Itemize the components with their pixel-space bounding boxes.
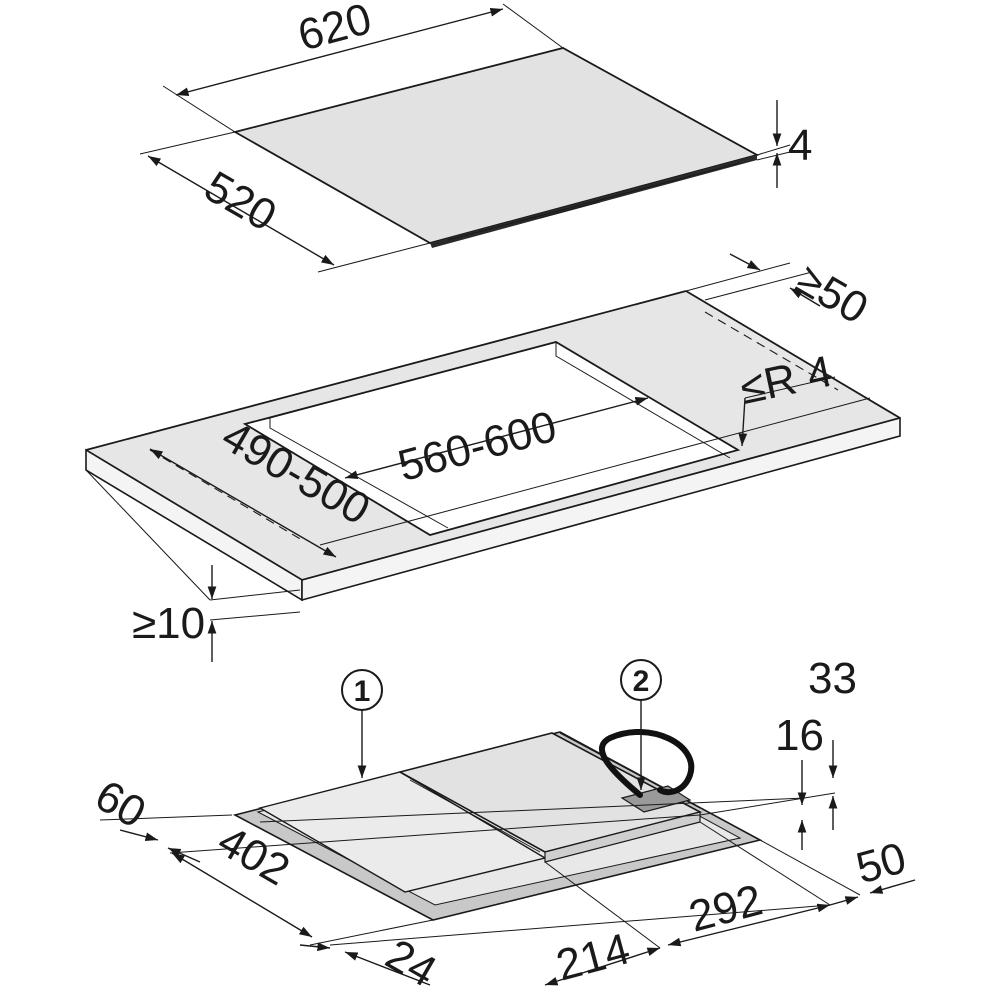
ext-620-left [162, 85, 236, 133]
dim-line-620 [175, 7, 504, 97]
ext-214 [544, 861, 661, 949]
dim-line-50-b [789, 287, 821, 307]
dim-line-490-500 [149, 448, 337, 558]
dim-line-50-bottom-b [869, 879, 916, 894]
ext-292 [699, 821, 831, 906]
worktop-side-face [301, 416, 901, 602]
dim-line-560-600 [344, 396, 649, 480]
ext-520-top [139, 131, 236, 155]
dim-line-60-a [119, 829, 159, 842]
dim-label-min50: ≥50 [788, 255, 876, 334]
cabinet-dash-right [704, 311, 839, 391]
ext-10-top [85, 469, 211, 601]
callout-2-label: 2 [633, 665, 650, 698]
dim-label-16: 16 [775, 711, 824, 760]
dim-line-292 [667, 903, 831, 947]
dim-label-60: 60 [87, 771, 154, 838]
dim-line-r4 [738, 397, 748, 447]
dim-label-4: 4 [788, 121, 812, 170]
ext-520-bottom [317, 242, 431, 273]
dim-label-min10: ≥10 [132, 599, 205, 648]
dim-label-520: 520 [196, 162, 284, 241]
dim-line-214 [544, 947, 661, 986]
dim-line-520 [147, 155, 335, 266]
dim-line-24-b [344, 951, 431, 986]
hob-edge-detail [447, 162, 741, 241]
dim-label-214: 214 [551, 924, 635, 990]
ref-line-1 [169, 792, 836, 854]
dim-line-24-a [299, 942, 331, 952]
hob-plate-group: 620 520 4 [139, 0, 812, 273]
dim-label-33: 33 [808, 654, 857, 703]
power-cable [599, 728, 695, 798]
cutout-inner-left [269, 418, 449, 529]
ref-line-2 [259, 797, 806, 823]
ext-10-a [209, 589, 301, 601]
worktop-group: ≥50 ≤R 4 560-600 490-500 ≥10 [85, 253, 901, 662]
hob-edge-detail-2 [539, 201, 601, 219]
ext-60 [99, 814, 233, 821]
housing-split-line [409, 779, 541, 853]
underside-group: 1 2 33 16 60 402 24 214 292 [87, 654, 916, 997]
ext-50-a [685, 262, 791, 292]
ext-50-b [704, 271, 813, 301]
worktop-back-edge [85, 290, 687, 451]
hob-glass-top [232, 47, 760, 244]
dim-line-50-a [729, 253, 761, 271]
cutout-inner-right [555, 342, 731, 459]
dim-label-620: 620 [293, 0, 377, 60]
leader-r4 [744, 376, 836, 399]
dim-label-292: 292 [684, 875, 768, 941]
dim-line-402 [171, 852, 313, 938]
ext-4-top [756, 144, 791, 156]
ext-50-bottom [759, 839, 861, 896]
worktop-right-edge [685, 290, 901, 419]
ext-24 [309, 919, 434, 946]
ext-10-b [209, 611, 301, 621]
callout-1-label: 1 [354, 675, 371, 708]
ext-620-right [502, 3, 564, 49]
dim-line-50-bottom-a [829, 896, 859, 906]
